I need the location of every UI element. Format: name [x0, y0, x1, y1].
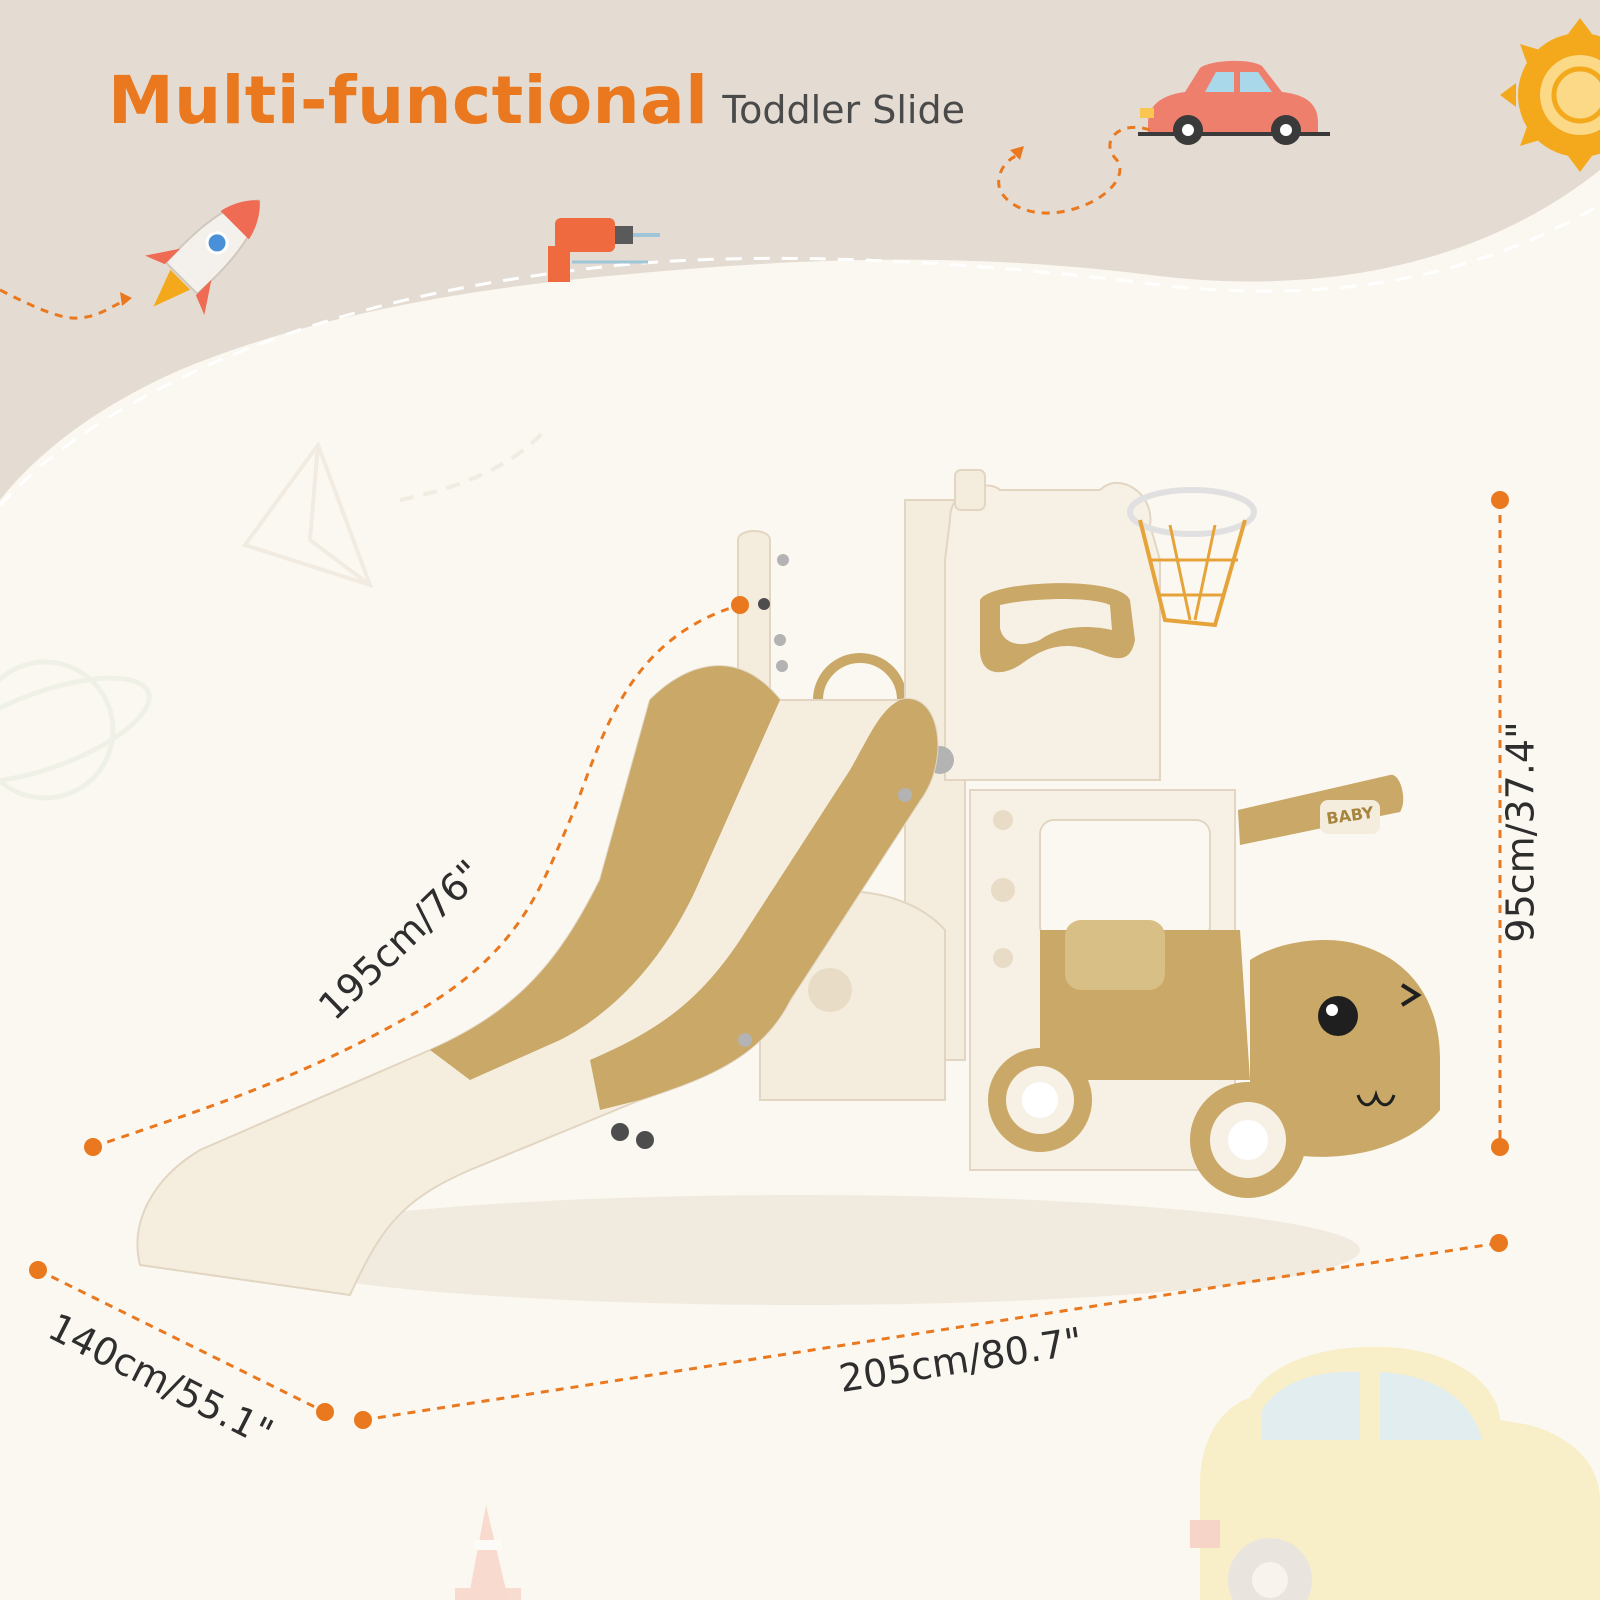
front-wheel — [988, 1048, 1092, 1152]
paper-plane-icon — [241, 428, 547, 589]
page-title: Multi-functional Toddler Slide — [108, 62, 965, 139]
car-trail — [997, 125, 1151, 215]
title-main: Multi-functional — [108, 62, 709, 139]
title-sub: Toddler Slide — [722, 88, 965, 132]
rear-wheel — [1190, 1082, 1306, 1198]
planet-icon — [0, 659, 152, 801]
width-line — [362, 1241, 1500, 1422]
slide-length-line — [92, 603, 741, 1149]
toddler-slide-product — [136, 469, 1440, 1297]
sun-icon — [1500, 18, 1600, 172]
header-dashed-line — [0, 203, 1600, 507]
drill-icon — [548, 218, 660, 282]
height-label: 95cm/37.4" — [1498, 721, 1543, 943]
car-icon — [1138, 60, 1330, 145]
traffic-cone-icon — [455, 1505, 521, 1600]
floor-shadow — [240, 1195, 1360, 1305]
car-icon — [1190, 1346, 1600, 1600]
rocket-icon — [144, 199, 261, 316]
